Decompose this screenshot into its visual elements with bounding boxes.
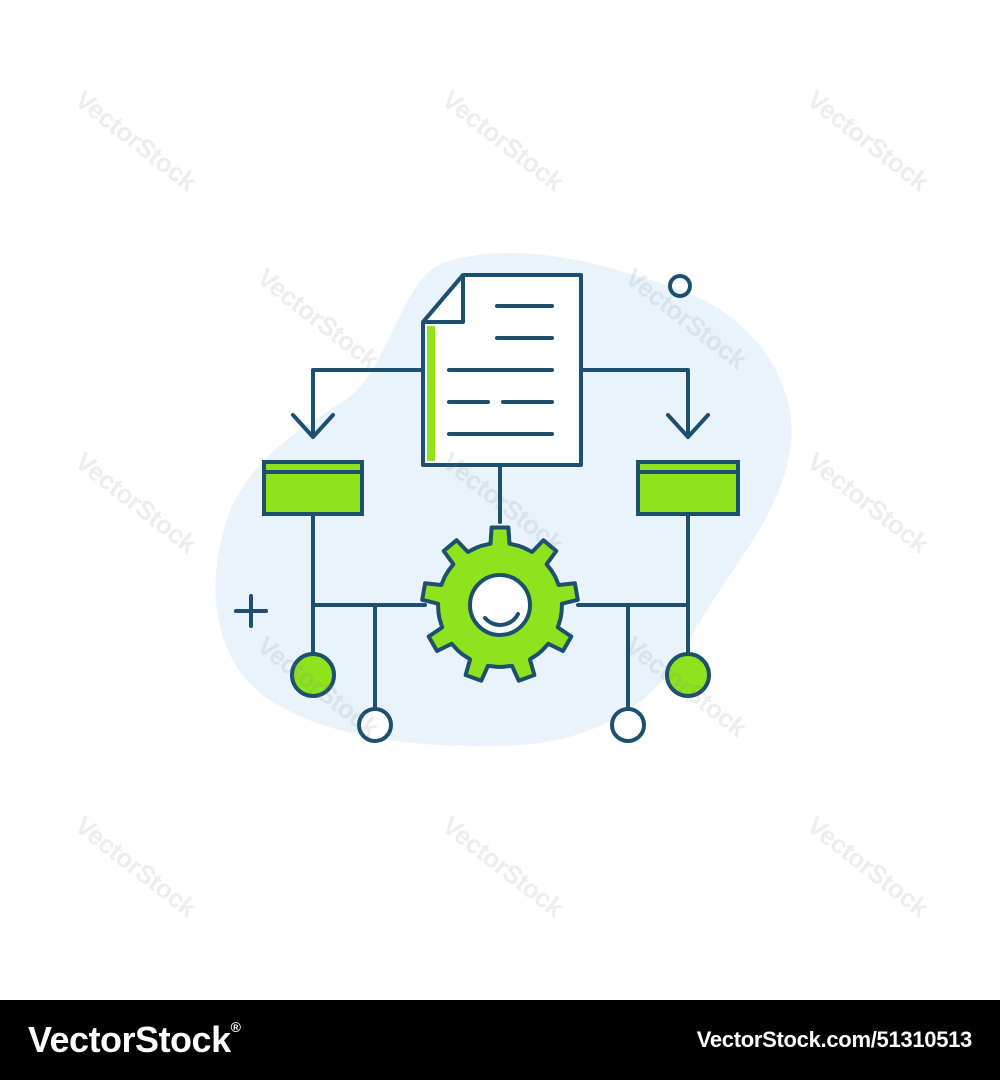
decor-small-circle — [668, 274, 692, 298]
registered-mark: ® — [230, 1019, 241, 1035]
workflow-illustration — [215, 253, 792, 747]
document-icon — [421, 273, 583, 467]
circle-node-icon — [610, 707, 646, 743]
background-blob — [215, 253, 792, 747]
arrow-down-icon — [291, 413, 335, 439]
gear-hole-arc — [483, 612, 520, 627]
footer-bar: VectorStock® VectorStock.com/51310513 — [0, 1000, 1000, 1080]
connector-left-top — [311, 368, 425, 437]
footer-brand[interactable]: VectorStock® — [28, 1019, 241, 1060]
circle-node-icon — [290, 652, 336, 698]
folder-icon — [262, 460, 364, 516]
circle-node-icon — [665, 652, 711, 698]
connector-right-top — [579, 368, 690, 437]
footer-url[interactable]: VectorStock.com/51310513 — [696, 1027, 973, 1052]
plus-icon — [234, 594, 268, 628]
arrow-down-icon — [666, 413, 710, 439]
circle-node-icon — [357, 707, 393, 743]
folder-icon — [636, 460, 740, 516]
gear-icon — [420, 525, 580, 683]
